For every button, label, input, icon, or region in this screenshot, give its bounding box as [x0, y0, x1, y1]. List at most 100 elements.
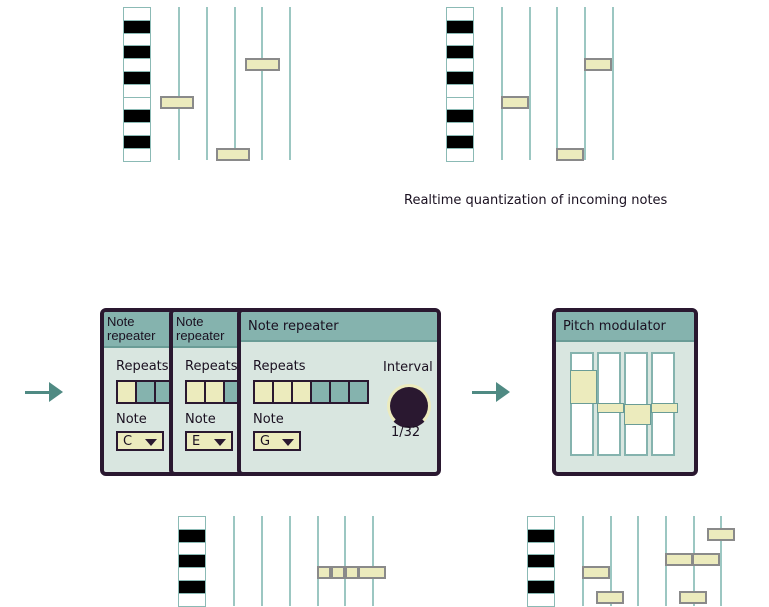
grid-line	[556, 7, 558, 160]
piano-key	[123, 45, 151, 60]
piano-key	[446, 58, 474, 72]
piano-key	[446, 122, 474, 136]
piano-key	[123, 122, 151, 136]
piano-key	[446, 83, 474, 98]
note-dropdown[interactable]: G	[253, 431, 301, 451]
piano-key	[123, 71, 151, 85]
grid-line	[261, 516, 263, 606]
grid-line	[529, 7, 531, 160]
note-block[interactable]	[245, 58, 280, 71]
interval-knob[interactable]	[387, 384, 431, 428]
grid-line	[582, 516, 584, 606]
repeat-cell[interactable]	[331, 382, 350, 402]
pitch-modulator-panel: Pitch modulator	[552, 308, 698, 476]
note-dropdown[interactable]: C	[116, 431, 164, 451]
grid-line	[289, 7, 291, 160]
note-block[interactable]	[692, 553, 720, 566]
piano-key	[446, 19, 474, 34]
piano-key	[446, 7, 474, 21]
note-label: Note	[185, 412, 216, 427]
piano-key	[178, 541, 206, 556]
repeat-cell[interactable]	[312, 382, 331, 402]
repeat-cell[interactable]	[274, 382, 293, 402]
piano-key	[123, 19, 151, 34]
note-block[interactable]	[501, 96, 529, 109]
arrow-icon	[25, 382, 63, 402]
repeat-cell[interactable]	[293, 382, 312, 402]
note-block[interactable]	[216, 148, 250, 161]
piano-key	[178, 567, 206, 581]
note-block[interactable]	[345, 566, 359, 579]
pitch-bar[interactable]	[597, 403, 624, 413]
note-label: Note	[253, 412, 284, 427]
note-label: Note	[116, 412, 147, 427]
pitch-modulator-graph[interactable]	[570, 352, 682, 460]
grid-line	[584, 7, 586, 160]
note-block[interactable]	[160, 96, 194, 109]
pitch-step[interactable]	[570, 352, 594, 456]
piano-key	[446, 109, 474, 124]
grid-line	[261, 7, 263, 160]
piano-key	[527, 541, 555, 556]
note-block[interactable]	[596, 591, 624, 604]
note-block[interactable]	[556, 148, 584, 161]
piano-key	[178, 516, 206, 530]
interval-value: 1/32	[391, 425, 421, 440]
piano-key	[178, 554, 206, 569]
note-block[interactable]	[707, 528, 735, 541]
note-block[interactable]	[679, 591, 707, 604]
panel-title: Note repeater	[107, 314, 156, 343]
grid-line	[720, 516, 722, 606]
note-block[interactable]	[584, 58, 612, 71]
piano-key	[123, 109, 151, 124]
grid-line	[637, 516, 639, 606]
repeat-cell[interactable]	[350, 382, 367, 402]
pitch-bar[interactable]	[624, 404, 651, 425]
grid-line	[372, 516, 374, 606]
note-block[interactable]	[317, 566, 331, 579]
grid-line	[344, 516, 346, 606]
grid-line	[233, 516, 235, 606]
repeat-cell[interactable]	[255, 382, 274, 402]
grid-line	[178, 7, 180, 160]
piano-key	[446, 96, 474, 111]
repeat-cell[interactable]	[187, 382, 206, 402]
panel-title: Note repeater	[176, 314, 225, 343]
repeat-cell[interactable]	[137, 382, 156, 402]
piano-key	[527, 567, 555, 581]
grid-line	[317, 516, 319, 606]
pitch-bar[interactable]	[570, 370, 597, 404]
grid-line	[289, 516, 291, 606]
note-block[interactable]	[665, 553, 693, 566]
repeats-selector[interactable]	[253, 380, 369, 404]
repeats-label: Repeats	[185, 359, 238, 374]
pitch-bar[interactable]	[651, 403, 678, 413]
piano-key	[527, 554, 555, 569]
arrow-icon	[472, 382, 510, 402]
piano-key	[178, 580, 206, 594]
piano-key	[123, 7, 151, 21]
note-block[interactable]	[358, 566, 386, 579]
note-dropdown[interactable]: E	[185, 431, 233, 451]
piano-key	[527, 528, 555, 543]
piano-key	[123, 96, 151, 111]
piano-key	[527, 580, 555, 594]
grid-line	[234, 7, 236, 160]
piano-key	[446, 45, 474, 60]
repeat-cell[interactable]	[206, 382, 225, 402]
grid-line	[501, 7, 503, 160]
piano-key	[123, 58, 151, 72]
piano-key	[527, 516, 555, 530]
piano-key	[446, 71, 474, 85]
repeats-label: Repeats	[253, 359, 306, 374]
piano-key	[446, 135, 474, 149]
note-block[interactable]	[331, 566, 345, 579]
panel-header: Note repeater	[241, 312, 437, 342]
repeat-cell[interactable]	[118, 382, 137, 402]
note-block[interactable]	[582, 566, 610, 579]
panel-title: Pitch modulator	[563, 319, 666, 334]
caption: Realtime quantization of incoming notes	[404, 193, 668, 208]
grid-line	[612, 7, 614, 160]
